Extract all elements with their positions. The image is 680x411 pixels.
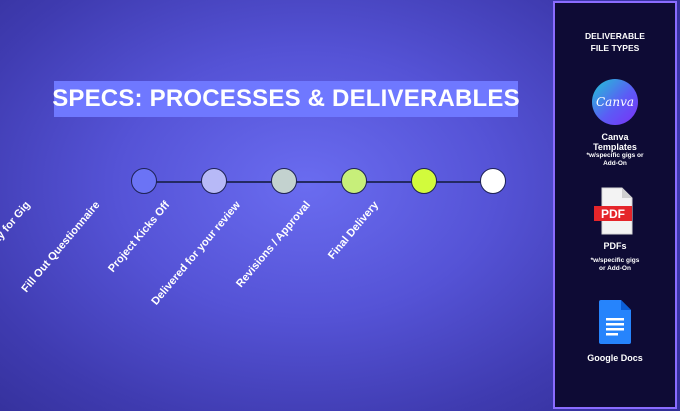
step-label-2: Fill Out Questionnaire <box>19 199 103 295</box>
canva-note-line-1: *w/specific gigs or <box>586 152 644 159</box>
canva-logo-text: Canva <box>596 95 634 109</box>
step-dot-1 <box>131 168 157 194</box>
step-label-1: Select & Pay for Gig <box>0 199 33 287</box>
panel-title-line-2: FILE TYPES <box>590 43 640 53</box>
step-label-5: Revisions / Approval <box>233 199 313 290</box>
pdf-note-line-1: *w/specific gigs <box>590 257 640 264</box>
file-type-canva: Canva Templates *w/specific gigs or Add-… <box>555 132 675 168</box>
canva-logo-icon: Canva <box>591 78 639 131</box>
deliverables-panel: DELIVERABLE FILE TYPES Canva Canva Templ… <box>553 1 677 409</box>
step-dot-5 <box>411 168 437 194</box>
step-dot-6 <box>480 168 506 194</box>
google-docs-icon <box>598 299 632 350</box>
step-dot-4 <box>341 168 367 194</box>
step-dot-3 <box>271 168 297 194</box>
page-title: SPECS: PROCESSES & DELIVERABLES <box>52 81 520 117</box>
step-label-6: Final Delivery <box>326 199 382 262</box>
step-dot-2 <box>201 168 227 194</box>
canva-name-line-2: Templates <box>593 142 637 152</box>
panel-title: DELIVERABLE FILE TYPES <box>555 30 675 54</box>
panel-title-line-1: DELIVERABLE <box>585 31 645 41</box>
pdf-file-icon: PDF <box>592 186 638 241</box>
pdf-note-line-2: or Add-On <box>599 265 631 272</box>
canva-note-line-2: Add-On <box>603 160 627 167</box>
canva-name-line-1: Canva <box>601 132 629 142</box>
pdf-logo-text: PDF <box>601 207 625 221</box>
google-docs-name: Google Docs <box>587 353 643 363</box>
process-timeline: Select & Pay for Gig Fill Out Questionna… <box>0 168 506 295</box>
file-type-pdf: PDFs *w/specific gigs or Add-On <box>555 241 675 273</box>
process-area: SPECS: PROCESSES & DELIVERABLES Select &… <box>0 81 520 295</box>
file-type-google-docs: Google Docs <box>555 353 675 363</box>
pdf-name: PDFs <box>603 241 627 251</box>
step-label-3: Project Kicks Off <box>106 199 173 275</box>
timeline-line <box>144 181 492 183</box>
